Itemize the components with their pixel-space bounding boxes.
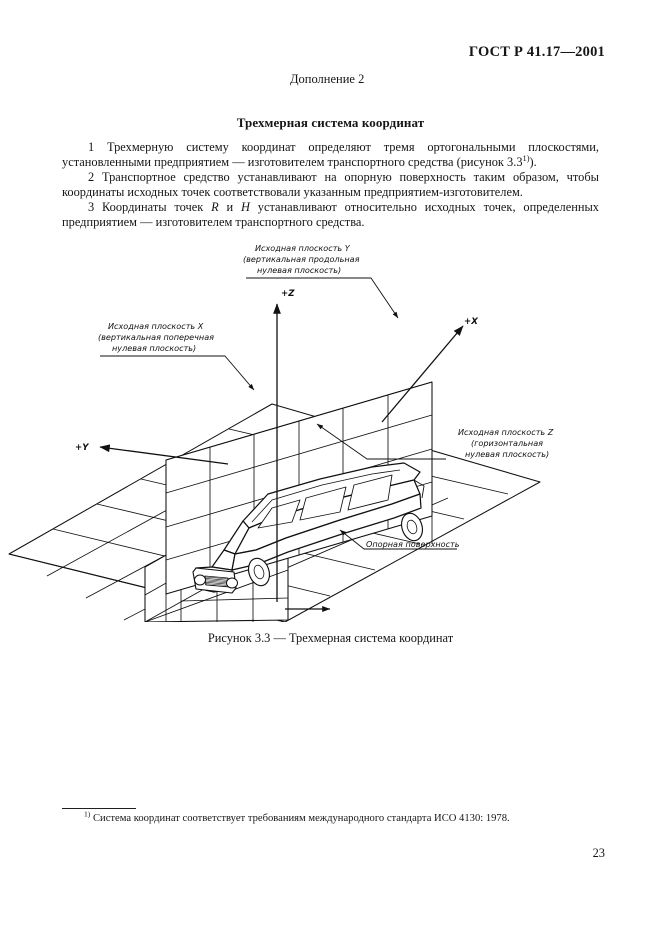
three-dimensional-coordinate-diagram: Исходная плоскость Y (вертикальная продо… (8, 243, 554, 622)
figure-labels: Исходная плоскость Y (вертикальная продо… (75, 243, 554, 549)
footnote-marker: 1) (84, 809, 91, 819)
paragraph-3-italic-r: R (211, 200, 219, 215)
page-number: 23 (592, 846, 605, 860)
vehicle-front-wheel (247, 557, 271, 587)
label-plane-y-line1: Исходная плоскость Y (255, 243, 351, 253)
label-plane-y-line2: (вертикальная продольная (243, 254, 360, 264)
page-title: Трехмерная система координат (236, 115, 425, 130)
footnote-separator (62, 808, 136, 809)
label-plane-z-line3: нулевая плоскость) (465, 449, 549, 459)
label-axis-x: +X (464, 317, 478, 327)
figure-caption: Рисунок 3.3 — Трехмерная система координ… (207, 631, 454, 645)
diagram-linework (8, 277, 541, 622)
label-plane-x-line2: (вертикальная поперечная (98, 332, 214, 342)
leader-ground-surface (339, 529, 457, 550)
label-plane-z-line1: Исходная плоскость Z (458, 427, 554, 437)
paragraph-3-text-part2: и (218, 200, 241, 215)
paragraph-1-footnote-marker: 1) (522, 153, 530, 163)
label-plane-x-line1: Исходная плоскость X (108, 321, 204, 331)
leader-plane-x (100, 355, 255, 391)
plane-y-lower-extension (165, 516, 433, 622)
paragraph-3-text-part1: 3 Координаты точек (88, 200, 212, 215)
paragraph-3-text-part3: устанавливают относительно исходных точе… (62, 200, 600, 230)
label-axis-z: +Z (281, 289, 295, 299)
axis-x-line (381, 325, 464, 423)
label-plane-x-line3: нулевая плоскость) (112, 343, 196, 353)
vehicle-headlamp-left (194, 574, 206, 586)
body-text: 1 Трехмерную систему координат определяю… (62, 140, 599, 231)
label-plane-z-line2: (горизонтальная (471, 438, 543, 448)
paragraph-1-text: 1 Трехмерную систему координат определяю… (62, 140, 599, 170)
figure-3-3: Исходная плоскость Y (вертикальная продо… (0, 232, 661, 622)
standard-number-header: ГОСТ Р 41.17—2001 (468, 44, 605, 60)
paragraph-1-text-tail: ). (529, 155, 537, 170)
label-plane-y-line3: нулевая плоскость) (257, 265, 341, 275)
vehicle-rear-wheel (400, 512, 424, 542)
paragraph-2-text: 2 Транспортное средство устанавливают на… (62, 170, 599, 200)
paragraph-3-italic-h: H (240, 200, 250, 215)
label-ground-surface: Опорная поверхность (366, 539, 460, 549)
leader-plane-y (246, 277, 399, 319)
vehicle-headlamp-right (226, 577, 238, 589)
supplement-label: Дополнение 2 (290, 72, 365, 86)
footnote-text: Система координат соответствует требован… (92, 813, 510, 824)
label-axis-y: +Y (75, 443, 89, 453)
paragraph-3: 3 Координаты точек R и H устанавливают о… (62, 200, 599, 230)
vehicle-outline (192, 462, 425, 594)
leader-plane-z (316, 423, 446, 460)
paragraph-1: 1 Трехмерную систему координат определяю… (62, 140, 599, 170)
footnote: 1) Система координат соответствует требо… (62, 809, 562, 825)
vehicle-grille (204, 575, 230, 588)
axis-y-line (99, 444, 229, 465)
paragraph-2: 2 Транспортное средство устанавливают на… (62, 170, 599, 200)
